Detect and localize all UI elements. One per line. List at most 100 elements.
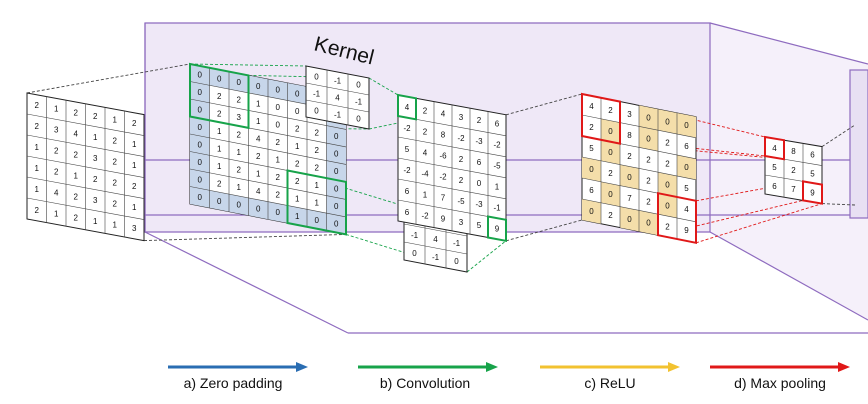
matrix-cell: 2 — [315, 128, 320, 137]
legend-item-zero-padding: a) Zero padding — [168, 355, 318, 400]
matrix-cell: 2 — [315, 163, 320, 172]
matrix-cell: 1 — [132, 203, 137, 212]
matrix-cell: 1 — [495, 182, 500, 191]
highlight-cell — [326, 125, 346, 147]
matrix-cell: 0 — [627, 215, 632, 224]
matrix-cell: 1 — [217, 162, 222, 171]
matrix-cell: 0 — [256, 204, 261, 213]
matrix-cell: 1 — [113, 221, 118, 230]
matrix-cell: 2 — [477, 116, 482, 125]
connector-line — [821, 203, 856, 206]
grid-line — [581, 114, 697, 139]
matrix-cell: 0 — [608, 148, 613, 157]
matrix-cell: -1 — [493, 203, 501, 212]
matrix-cell: 3 — [237, 113, 242, 122]
matrix-cell: 1 — [295, 212, 300, 221]
matrix-cell: 9 — [441, 215, 446, 224]
highlight-cell — [326, 213, 346, 235]
matrix-cell: 9 — [810, 188, 815, 197]
highlight-cell — [248, 197, 268, 220]
matrix-cell: 1 — [93, 133, 98, 142]
matrix-cell: 0 — [314, 106, 319, 115]
window-highlight — [581, 92, 621, 145]
matrix-cell: 2 — [74, 108, 79, 117]
matrix-cell: 0 — [334, 202, 339, 211]
red-arrow-icon — [710, 362, 850, 372]
matrix-cell: 2 — [74, 213, 79, 222]
matrix-cell: 1 — [132, 161, 137, 170]
highlight-cell — [190, 64, 210, 86]
matrix-cell: 5 — [810, 169, 815, 178]
matrix-cell: 1 — [423, 190, 428, 199]
matrix-cell: 6 — [495, 119, 500, 128]
grid-line — [581, 198, 697, 223]
connector-line — [26, 63, 191, 94]
matrix-cell: 1 — [54, 210, 59, 219]
grid-line — [26, 155, 145, 178]
matrix-cell: 2 — [237, 96, 242, 105]
matrix-cell: 5 — [589, 144, 594, 153]
matrix-cell: -3 — [475, 137, 483, 146]
matrix-cell: 2 — [608, 106, 613, 115]
matrix-cell: 2 — [113, 137, 118, 146]
matrix-cell: 4 — [54, 189, 59, 198]
matrix-cell: -1 — [334, 76, 342, 85]
matrix-cell: 0 — [198, 175, 203, 184]
matrix-cell: 0 — [295, 107, 300, 116]
matrix-cell: -2 — [439, 173, 447, 182]
matrix-cell: 5 — [684, 184, 689, 193]
matrix-cell: -1 — [411, 231, 419, 240]
matrix-cell: 0 — [237, 201, 242, 210]
matrix-cell: 2 — [54, 147, 59, 156]
connector-line — [143, 233, 347, 242]
grid-line — [189, 186, 347, 218]
matrix-cell: 2 — [93, 112, 98, 121]
highlight-cell — [190, 99, 210, 121]
matrix-cell: 1 — [295, 194, 300, 203]
matrix-cell: 1 — [35, 164, 40, 173]
matrix-cell: 2 — [295, 177, 300, 186]
matrix-cell: 6 — [810, 150, 815, 159]
highlight-cell — [190, 81, 210, 103]
matrix-cell: 1 — [54, 105, 59, 114]
matrix-cell: 1 — [132, 140, 137, 149]
grid-line — [189, 98, 347, 130]
matrix-cell: 0 — [356, 80, 361, 89]
matrix-cell: 4 — [256, 187, 261, 196]
matrix-cell: 2 — [276, 191, 281, 200]
matrix-cell: 2 — [315, 146, 320, 155]
matrix-cell: -1 — [453, 239, 461, 248]
matrix-cell: 0 — [237, 78, 242, 87]
matrix-cell: 0 — [646, 114, 651, 123]
matrix-cell: 2 — [74, 150, 79, 159]
matrix-cell: 8 — [627, 131, 632, 140]
matrix-cell: -2 — [457, 134, 465, 143]
matrix-cell: 2 — [791, 166, 796, 175]
highlight-cell — [639, 126, 658, 152]
matrix-cell: 1 — [276, 156, 281, 165]
matrix-cell: 1 — [35, 143, 40, 152]
matrix-cell: 2 — [627, 152, 632, 161]
matrix-cell: 2 — [589, 123, 594, 132]
window-highlight — [802, 180, 823, 205]
matrix-cell: 2 — [93, 175, 98, 184]
highlight-cell — [307, 209, 327, 231]
grid-line — [305, 99, 370, 113]
yellow-arrow-icon — [540, 362, 680, 372]
matrix-cell: 6 — [405, 208, 410, 217]
matrix-cell: 0 — [256, 82, 261, 91]
matrix-cell: 7 — [791, 185, 796, 194]
highlight-cell — [326, 195, 346, 217]
matrix-cell: 6 — [589, 186, 594, 195]
highlight-cell — [326, 160, 346, 182]
matrix-cell: 2 — [459, 155, 464, 164]
matrix-cell: 3 — [93, 196, 98, 205]
grid-line — [26, 197, 145, 220]
matrix-cell: 4 — [405, 103, 410, 112]
matrix-cell: 2 — [35, 122, 40, 131]
